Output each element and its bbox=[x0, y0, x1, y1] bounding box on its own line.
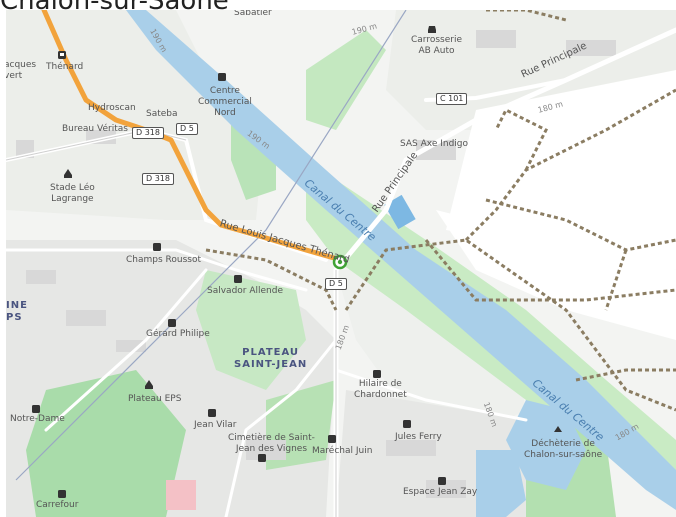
bus-stop-icon bbox=[403, 420, 411, 428]
place-label-jean-vilar: Jean Vilar bbox=[194, 420, 237, 430]
place-label-sateba: Sateba bbox=[146, 109, 178, 119]
car-repair-icon bbox=[428, 26, 436, 33]
place-label-sabatier: Sabatier bbox=[234, 10, 272, 18]
place-label-notre-dame: Notre-Dame bbox=[10, 414, 65, 424]
buildings bbox=[16, 30, 616, 510]
railways bbox=[205, 10, 676, 412]
bus-stop-icon bbox=[234, 275, 242, 283]
road-shield-d5: D 5 bbox=[176, 123, 198, 135]
bus-stop-icon bbox=[258, 454, 266, 462]
railway-2 bbox=[344, 238, 676, 412]
place-label-cimetiere: Cimetière de Saint- Jean des Vignes bbox=[228, 433, 315, 454]
road-rue-principale bbox=[333, 27, 676, 273]
place-label-hilaire-de-chardonnet: Hilaire de Chardonnet bbox=[354, 379, 407, 400]
map-base bbox=[6, 10, 676, 517]
bus-stop-icon bbox=[218, 73, 226, 81]
place-label-plateau-eps: Plateau EPS bbox=[128, 394, 182, 404]
place-label-centre-commercial: Centre Commercial Nord bbox=[198, 86, 252, 118]
park-east-area bbox=[436, 210, 676, 340]
park-southwest bbox=[26, 370, 186, 517]
place-label-acques-vert: acques vert bbox=[6, 60, 37, 81]
place-label-carrefour: Carrefour bbox=[36, 500, 79, 510]
railway-9 bbox=[604, 249, 628, 311]
park-plateau bbox=[196, 270, 306, 390]
road-west bbox=[6, 248, 308, 292]
canal-du-centre-water bbox=[126, 10, 676, 510]
place-label-gerard-philipe: Gérard Philipe bbox=[146, 329, 210, 339]
road-southwest bbox=[44, 268, 208, 432]
bus-stop-icon bbox=[32, 405, 40, 413]
railway-1 bbox=[205, 248, 338, 311]
place-label-decheterie: Déchèterie de Chalon-sur-saône bbox=[524, 439, 603, 460]
road-shield-d318: D 318 bbox=[132, 127, 164, 139]
place-label-salvador-allende: Salvador Allende bbox=[207, 286, 283, 296]
bus-stop-icon bbox=[168, 319, 176, 327]
place-label-hydroscan: Hydroscan bbox=[88, 103, 136, 113]
road-shield-d318: D 318 bbox=[142, 173, 174, 185]
railway-8 bbox=[575, 368, 676, 382]
recycling-icon bbox=[554, 426, 562, 432]
railway-7 bbox=[464, 88, 676, 242]
stadium-icon bbox=[64, 169, 72, 178]
place-label-marechal-juin: Maréchal Juin bbox=[312, 446, 373, 456]
bus-stop-icon bbox=[58, 490, 66, 498]
bus-stop-icon bbox=[328, 435, 336, 443]
lake-south bbox=[476, 450, 526, 517]
place-label-jules-ferry: Jules Ferry bbox=[395, 432, 442, 442]
road-southeast bbox=[334, 368, 528, 422]
route-path bbox=[41, 10, 344, 263]
road-shield-d5: D 5 bbox=[325, 278, 347, 290]
water-basin bbox=[384, 194, 416, 230]
bus-stop-icon bbox=[438, 477, 446, 485]
district-label-west: INE PS bbox=[6, 300, 28, 323]
district-label-plateau-saint-jean: PLATEAU SAINT-JEAN bbox=[234, 347, 308, 370]
railway-5 bbox=[494, 107, 549, 171]
place-label-stade-leo-lagrange: Stade Léo Lagrange bbox=[50, 183, 95, 204]
place-label-bureau-veritas: Bureau Véritas bbox=[62, 124, 128, 134]
place-label-champs-roussot: Champs Roussot bbox=[126, 255, 202, 265]
poi-layer bbox=[32, 26, 562, 498]
railway-4 bbox=[485, 198, 676, 252]
place-label-espace-jean-zay: Espace Jean Zay bbox=[403, 487, 478, 497]
place-label-carrosserie: Carrosserie AB Auto bbox=[411, 35, 463, 56]
railway-3 bbox=[424, 239, 676, 302]
road-shield-c101: C 101 bbox=[436, 93, 468, 105]
bus-stop-icon bbox=[153, 243, 161, 251]
bus-stop-icon bbox=[373, 370, 381, 378]
lake-east bbox=[506, 400, 586, 490]
thin-railway-line bbox=[15, 10, 407, 481]
stadium-icon bbox=[145, 380, 153, 389]
place-label-thenard: Thénard bbox=[46, 62, 84, 72]
bus-stop-icon bbox=[208, 409, 216, 417]
bus-stop-white-detail bbox=[60, 53, 64, 56]
park-north-strip bbox=[306, 30, 386, 130]
map-canvas[interactable]: Sabatier Carrosserie AB Auto Thénard Hyd… bbox=[6, 10, 676, 517]
route-end-marker bbox=[332, 254, 348, 270]
park-big-east bbox=[446, 70, 676, 270]
road-south bbox=[224, 338, 338, 517]
place-label-sas-axe-indigo: SAS Axe Indigo bbox=[400, 139, 469, 149]
